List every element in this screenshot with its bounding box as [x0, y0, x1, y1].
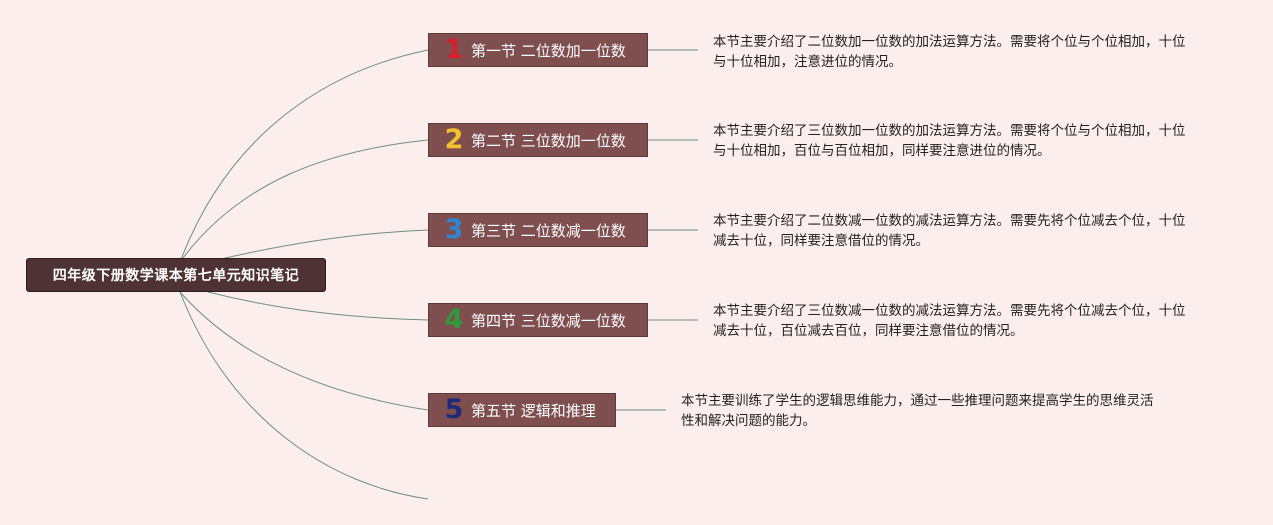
number-badge-3: 3	[444, 214, 464, 245]
topic-node-2[interactable]: 2 第二节 三位数加一位数	[428, 123, 648, 157]
topic-label-1: 第一节 二位数加一位数	[471, 41, 626, 60]
branch-line-1	[179, 49, 429, 263]
branch-line-5	[179, 291, 429, 411]
root-node[interactable]: 四年级下册数学课本第七单元知识笔记	[26, 258, 326, 292]
topic-description-3: 本节主要介绍了二位数减一位数的减法运算方法。需要先将个位减去个位，十位 减去十位…	[713, 213, 1186, 249]
topic-label-5: 第五节 逻辑和推理	[471, 401, 596, 420]
branch-line-2	[179, 139, 429, 263]
topic-description-5: 本节主要训练了学生的逻辑思维能力，通过一些推理问题来提高学生的思维灵活 性和解决…	[681, 393, 1154, 429]
number-badge-4: 4	[444, 304, 464, 335]
branch-line-6	[179, 291, 429, 500]
topic-label-4: 第四节 三位数减一位数	[471, 311, 626, 330]
topic-node-3[interactable]: 3 第三节 二位数减一位数	[428, 213, 648, 247]
topic-node-5[interactable]: 5 第五节 逻辑和推理	[428, 393, 616, 427]
topic-label-3: 第三节 二位数减一位数	[471, 221, 626, 240]
branch-line-3	[207, 229, 429, 263]
topic-description-1: 本节主要介绍了二位数加一位数的加法运算方法。需要将个位与个位相加，十位 与十位相…	[713, 34, 1186, 70]
topic-description-4: 本节主要介绍了三位数减一位数的减法运算方法。需要先将个位减去个位，十位 减去十位…	[713, 303, 1186, 339]
topic-description-2: 本节主要介绍了三位数加一位数的加法运算方法。需要将个位与个位相加，十位 与十位相…	[713, 123, 1186, 159]
number-badge-1: 1	[444, 34, 464, 65]
number-badge-5: 5	[444, 394, 464, 425]
branch-line-4	[207, 291, 429, 321]
number-badge-2: 2	[444, 124, 464, 155]
topic-node-1[interactable]: 1 第一节 二位数加一位数	[428, 33, 648, 67]
topic-label-2: 第二节 三位数加一位数	[471, 131, 626, 150]
topic-node-4[interactable]: 4 第四节 三位数减一位数	[428, 303, 648, 337]
root-label: 四年级下册数学课本第七单元知识笔记	[52, 268, 300, 284]
